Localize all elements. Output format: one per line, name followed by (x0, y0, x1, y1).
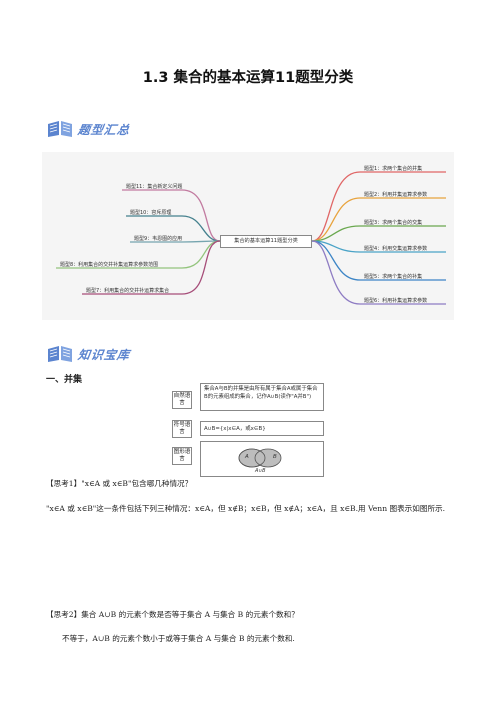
mind-map-leaf-type5: 题型5：求两个集合的补集 (364, 274, 423, 280)
symbol-language-text: A∪B={x|x∈A，或x∈B} (200, 421, 324, 436)
union-definition-table: 自然语言 集合A与B的并集是由所有属于集合A或属于集合B的元素组成的集合，记作A… (172, 383, 324, 477)
mind-map-leaf-type10: 题型10：容斥原理 (130, 210, 172, 216)
think1-question: 【思考1】"x∈A 或 x∈B"包含哪几种情况？ (46, 479, 193, 488)
summary-heading-text: 题型汇总 (76, 123, 131, 137)
think2-answer: 不等于，A∪B 的元素个数小于或等于集合 A 与集合 B 的元素个数和. (62, 634, 295, 643)
book-icon (46, 344, 74, 363)
graph-language-label: 图形语言 (172, 447, 192, 465)
mind-map-center: 集合的基本运算11题型分类 (220, 235, 312, 248)
section-heading-knowledge: 知识宝库 (46, 343, 131, 363)
mind-map-branches (56, 171, 446, 305)
think2-question: 【思考2】集合 A∪B 的元素个数是否等于集合 A 与集合 B 的元素个数和？ (46, 610, 299, 619)
book-icon (46, 119, 74, 138)
mind-map-leaf-type6: 题型6：利用补集运算求参数 (364, 298, 428, 304)
mind-map: 集合的基本运算11题型分类 题型1：求两个集合的并集 题型2：利用并集运算求参数… (42, 152, 454, 320)
venn-diagram (238, 448, 282, 468)
symbol-language-label: 符号语言 (172, 420, 192, 438)
page-title: 1.3 集合的基本运算11题型分类 (142, 70, 354, 86)
mind-map-leaf-type4: 题型4：利用交集运算求参数 (364, 246, 428, 252)
graph-language-box: A B A∪B (200, 441, 324, 477)
natural-language-text: 集合A与B的并集是由所有属于集合A或属于集合B的元素组成的集合，记作A∪B(读作… (200, 383, 324, 411)
mind-map-leaf-type11: 题型11：集合新定义问题 (126, 184, 183, 190)
mind-map-leaf-type7: 题型7：利用集合的交并补运算求集合 (86, 288, 170, 294)
mind-map-leaf-type3: 题型3：求两个集合的交集 (364, 220, 423, 226)
venn-caption: A∪B (255, 468, 266, 474)
mind-map-leaf-type2: 题型2：利用并集运算求参数 (364, 192, 428, 198)
think1-answer: "x∈A 或 x∈B"这一条件包括下列三种情况：x∈A，但 x∉B；x∈B，但 … (46, 504, 446, 513)
venn-label-a: A (245, 454, 249, 460)
knowledge-heading-text: 知识宝库 (76, 348, 131, 362)
mind-map-leaf-type8: 题型8：利用集合的交并补集运算求参数范围 (60, 262, 159, 268)
mind-map-leaf-type9: 题型9：韦恩图的应用 (134, 236, 183, 242)
mind-map-leaf-type1: 题型1：求两个集合的并集 (364, 166, 423, 172)
section-heading-summary: 题型汇总 (46, 118, 131, 138)
natural-language-label: 自然语言 (172, 391, 192, 409)
union-heading: 一、并集 (46, 375, 83, 385)
venn-label-b: B (273, 454, 277, 460)
